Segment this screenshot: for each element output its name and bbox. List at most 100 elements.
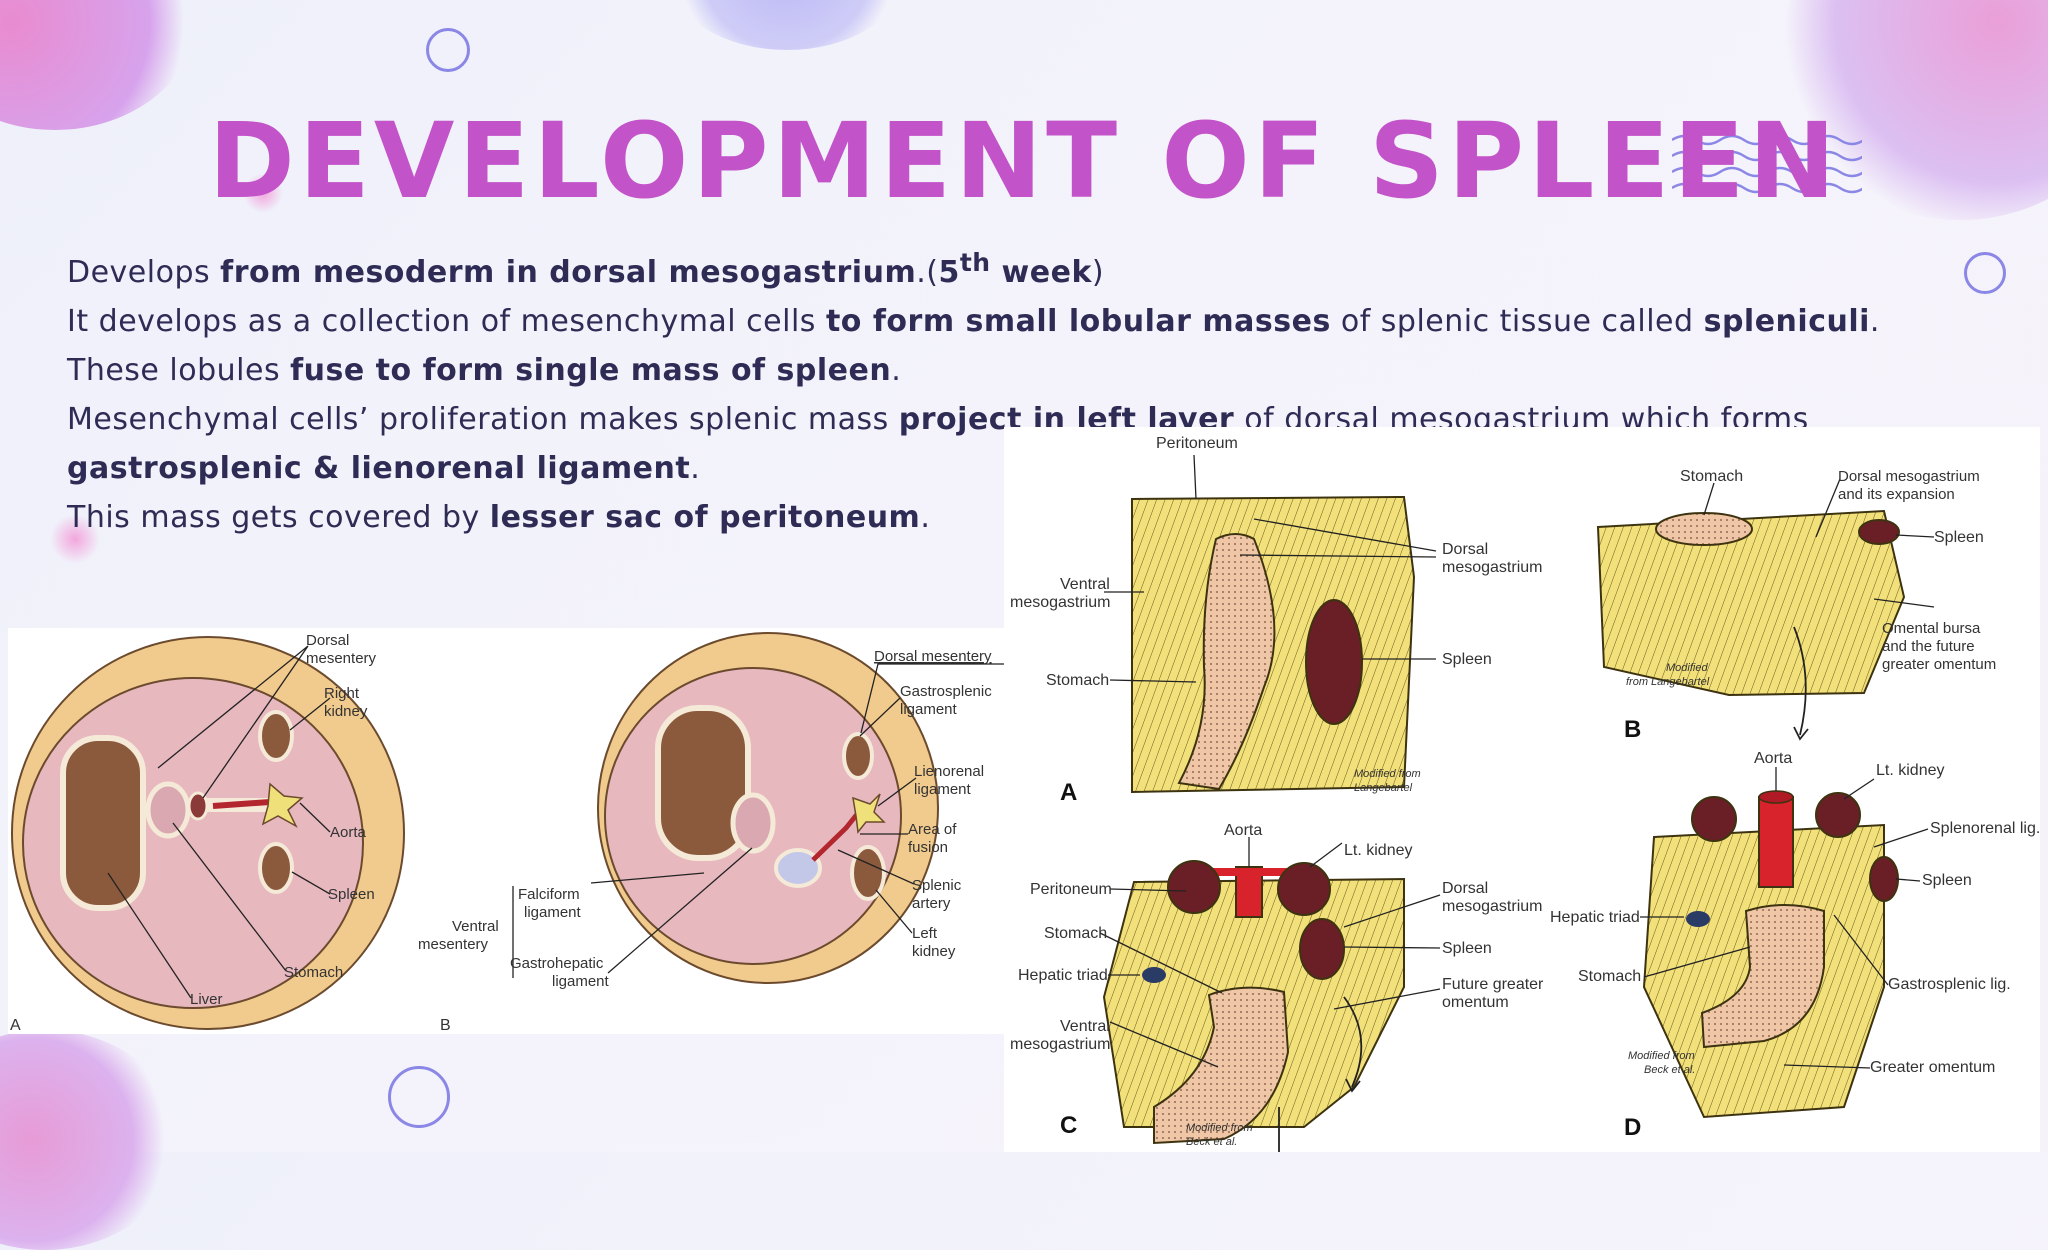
body-text-segment: . xyxy=(891,353,902,388)
stomach-d xyxy=(1700,904,1825,1049)
label-right-kidney-1: Right xyxy=(324,685,360,702)
label-area-fusion-2: fusion xyxy=(908,839,948,856)
label-stomach-a-3d: Stomach xyxy=(1046,672,1109,689)
credit-b-1: Modified xyxy=(1666,662,1708,674)
label-dorsal-meso-b-1: Dorsal mesogastrium xyxy=(1838,468,1980,485)
label-left-kidney-1: Left xyxy=(912,925,938,942)
kidney-c-left xyxy=(1167,860,1221,914)
label-stomach-c: Stomach xyxy=(1044,925,1107,942)
hepatic-triad-c xyxy=(1142,967,1166,983)
cross-section-a: Dorsal mesentery Right kidney Aorta Sple… xyxy=(10,632,405,1034)
kidney-d-left xyxy=(1691,796,1737,842)
credit-d-1: Modified from xyxy=(1628,1050,1695,1062)
stomach-c xyxy=(1153,986,1290,1145)
spleen-b xyxy=(842,732,874,780)
label-peritoneum-a: Peritoneum xyxy=(1156,435,1238,452)
label-liver: Liver xyxy=(190,991,223,1008)
body-text-segment: of splenic tissue called xyxy=(1330,304,1704,339)
label-stomach-a: Stomach xyxy=(284,964,343,981)
label-omental-b-3: greater omentum xyxy=(1882,656,1996,673)
body-bold-text: from mesoderm in dorsal mesogastrium xyxy=(220,255,917,290)
label-falciform-2: ligament xyxy=(524,904,582,921)
label-dorsal-meso-b-2: and its expansion xyxy=(1838,486,1955,503)
body-bold-text: lesser sac of peritoneum xyxy=(489,500,921,535)
body-bold-text: fuse to form single mass of spleen xyxy=(290,353,892,388)
body-text-segment: These lobules xyxy=(67,353,291,388)
label-lt-kidney-c: Lt. kidney xyxy=(1344,842,1412,859)
label-dorsal-mesentery-a-1: Dorsal xyxy=(306,632,349,649)
label-spleen-b: Spleen xyxy=(1934,529,1984,546)
stomach-b-3d xyxy=(1655,512,1753,546)
aorta-b xyxy=(852,793,886,834)
label-dorsal-mesentery-a-2: mesentery xyxy=(306,650,377,667)
spleen-d xyxy=(1869,856,1899,902)
label-future-omentum-1: Future greater xyxy=(1442,976,1544,993)
label-gastrohepatic-1: Gastrohepatic xyxy=(510,955,604,972)
label-left-kidney-2: kidney xyxy=(912,943,956,960)
label-ventral-meso-c-1: Ventral xyxy=(1060,1018,1110,1035)
body-text-segment: . xyxy=(920,500,931,535)
body-text-segment: ) xyxy=(1091,255,1105,290)
credit-b-2: from Langebartel xyxy=(1626,676,1710,688)
decor-blob-bottom-left xyxy=(0,1030,180,1250)
body-bold-text: th xyxy=(959,248,991,277)
aorta-vessel-a xyxy=(212,799,271,809)
spleen-b-3d xyxy=(1858,519,1900,545)
body-line: gastrosplenic & lienorenal ligament. xyxy=(67,444,1987,493)
label-stomach-d: Stomach xyxy=(1578,968,1641,985)
decor-ring-1 xyxy=(426,28,470,72)
label-gastrosplenic-d: Gastrosplenic lig. xyxy=(1888,976,2011,993)
decor-dot-pink-2 xyxy=(50,514,100,564)
label-omental-b-2: and the future xyxy=(1882,638,1975,655)
liver-a xyxy=(60,735,146,911)
decor-ring-2 xyxy=(1964,252,2006,294)
spleen-a-3d xyxy=(1305,599,1363,725)
label-ventral-meso-c-2: mesogastrium xyxy=(1010,1036,1110,1053)
body-text: Develops from mesoderm in dorsal mesogas… xyxy=(67,238,1987,542)
body-bold-text: 5 xyxy=(938,255,960,290)
decor-blob-top-center xyxy=(672,0,902,50)
label-lienorenal-2: ligament xyxy=(914,781,972,798)
body-bold-text: week xyxy=(990,255,1092,290)
panel-letter-left-a: A xyxy=(10,1017,21,1034)
body-bold-text: to form small lobular masses xyxy=(825,304,1331,339)
label-dorsal-mesentery-b: Dorsal mesentery xyxy=(874,648,992,665)
label-right-kidney-2: kidney xyxy=(324,703,368,720)
label-spleen-c: Spleen xyxy=(1442,940,1492,957)
stomach-b xyxy=(730,792,776,854)
label-omental-b-1: Omental bursa xyxy=(1882,620,1981,637)
label-spleen-d: Spleen xyxy=(1922,872,1972,889)
body-bold-text: spleniculi xyxy=(1703,304,1870,339)
label-ventral-mesentery-1: Ventral xyxy=(452,918,499,935)
body-text-segment: This mass gets covered by xyxy=(67,500,490,535)
label-peritoneum-c: Peritoneum xyxy=(1030,881,1112,898)
hepatic-triad-d xyxy=(1686,911,1710,927)
label-splenorenal-d: Splenorenal lig. xyxy=(1930,820,2040,837)
label-aorta-a: Aorta xyxy=(330,824,367,841)
liver-b xyxy=(655,705,751,861)
label-stomach-b: Stomach xyxy=(1680,468,1743,485)
label-dorsal-meso-c-2: mesogastrium xyxy=(1442,898,1542,915)
panel-letter-left-b: B xyxy=(440,1017,451,1034)
stomach-a xyxy=(145,781,191,839)
aorta-a xyxy=(261,782,304,828)
panel-letter-right-c: C xyxy=(1060,1112,1077,1139)
label-ventral-meso-a-2: mesogastrium xyxy=(1010,594,1110,611)
label-hepatic-triad-c: Hepatic triad xyxy=(1018,967,1108,984)
label-falciform-1: Falciform xyxy=(518,886,580,903)
stomach-tube-a xyxy=(1177,533,1276,791)
label-gastrohepatic-2: ligament xyxy=(552,973,610,990)
label-dorsal-meso-c-1: Dorsal xyxy=(1442,880,1488,897)
label-hepatic-triad-d: Hepatic triad xyxy=(1550,909,1640,926)
cross-section-b: Dorsal mesentery Gastrosplenic ligament … xyxy=(418,632,1008,1034)
spleen-c xyxy=(1299,918,1345,980)
mesogastrium-b xyxy=(1596,509,1906,697)
credit-c-1: Modified from xyxy=(1186,1122,1253,1134)
body-text-segment: . xyxy=(1869,304,1880,339)
decor-waves xyxy=(1672,134,1862,194)
credit-d-2: Beck et al. xyxy=(1644,1064,1695,1076)
figure-cross-sections: Dorsal mesentery Right kidney Aorta Sple… xyxy=(8,628,1008,1034)
label-gastrosplenic-b-2: ligament xyxy=(900,701,958,718)
drawing-panel-d: Aorta Lt. kidney Splenorenal lig. Spleen… xyxy=(1550,750,2040,1141)
kidney-c-right xyxy=(1277,862,1331,916)
